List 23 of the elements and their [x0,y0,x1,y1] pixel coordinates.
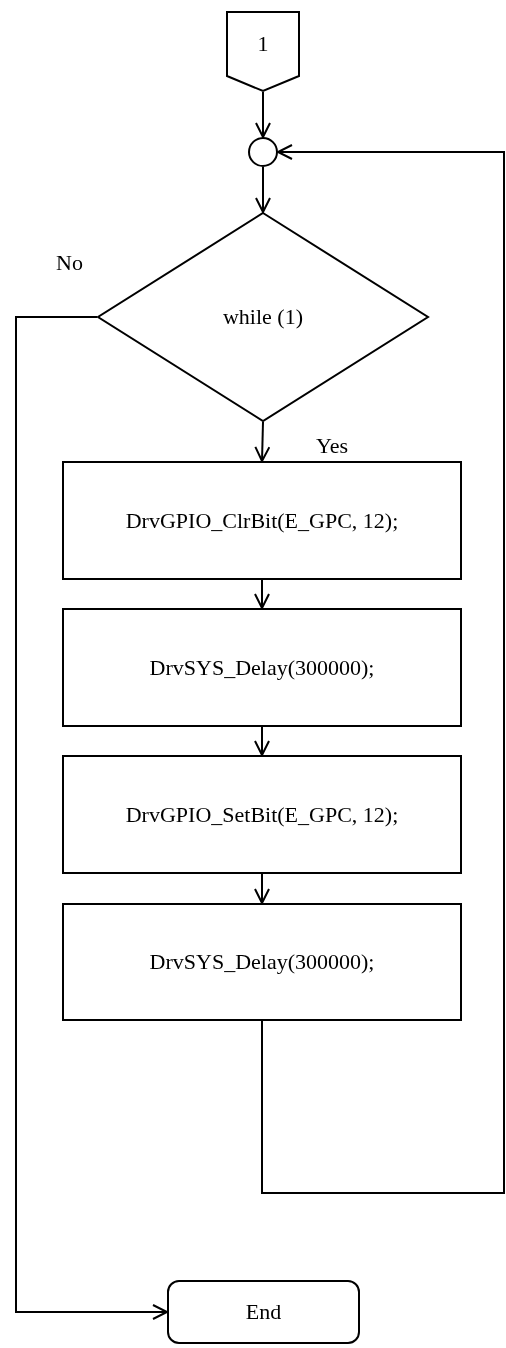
arrow [255,166,271,213]
process-box [62,608,462,727]
code-text: DrvSYS_Delay(300000); [149,654,375,681]
code-text: DrvGPIO_SetBit(E_GPC, 12); [125,801,399,828]
arrow [15,316,168,1320]
process-box [62,461,462,580]
process-box [62,903,462,1021]
arrow [255,91,271,138]
arrow [254,726,270,756]
arrow [254,421,271,462]
terminal-box [167,1280,360,1344]
node-text: End [245,1299,282,1325]
connector-circle [248,137,278,167]
code-text: DrvGPIO_ClrBit(E_GPC, 12); [125,507,399,534]
arrow [254,873,270,904]
decision-diamond [97,212,429,422]
off-page-connector [226,11,300,92]
arrow [254,579,270,609]
arrow [261,144,505,1194]
process-box [62,755,462,874]
node-text: while (1) [223,304,303,330]
node-text: 1 [257,30,269,57]
code-text: DrvSYS_Delay(300000); [149,949,375,975]
